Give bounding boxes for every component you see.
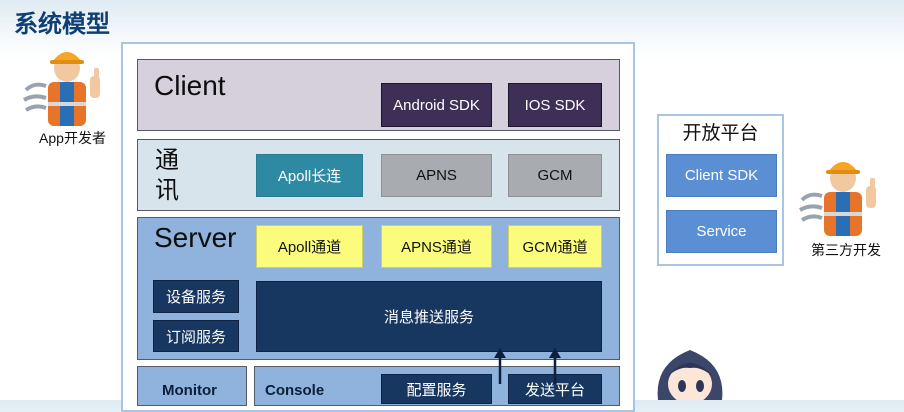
- arrow-up-icon: [549, 348, 561, 384]
- ios-sdk-box: IOS SDK: [508, 83, 602, 127]
- app-developer-label: App开发者: [39, 130, 106, 146]
- arrow-up-icon: [494, 348, 506, 384]
- android-sdk-box: Android SDK: [381, 83, 492, 127]
- app-developer-figure-icon: [22, 52, 100, 126]
- config-service-box: 配置服务: [381, 374, 492, 404]
- open-platform-title: 开放平台: [682, 123, 759, 144]
- monitor-layer-label: Monitor: [162, 382, 217, 399]
- device-service-box: 设备服务: [153, 280, 239, 313]
- apns-channel-box: APNS通道: [381, 225, 492, 268]
- communication-layer-label-1: 通: [155, 147, 180, 174]
- console-layer-label: Console: [265, 382, 325, 399]
- console-to-push-arrows: [494, 348, 561, 384]
- gcm-channel-box: GCM通道: [508, 225, 602, 268]
- third-party-developer-label: 第三方开发: [811, 242, 881, 258]
- client-layer-label: Client: [154, 70, 226, 101]
- communication-layer-label-2: 讯: [155, 177, 180, 204]
- apns-box: APNS: [381, 154, 492, 197]
- third-party-developer-figure-icon: [798, 162, 876, 236]
- apoll-long-connection-box: Apoll长连: [256, 154, 363, 197]
- apoll-channel-box: Apoll通道: [256, 225, 363, 268]
- operator-character-icon: [657, 350, 723, 400]
- client-sdk-box: Client SDK: [666, 154, 777, 197]
- gcm-box: GCM: [508, 154, 602, 197]
- page-title: 系统模型: [14, 11, 110, 38]
- server-layer-label: Server: [154, 222, 237, 253]
- message-push-service-box: 消息推送服务: [256, 281, 602, 352]
- subscription-service-box: 订阅服务: [153, 320, 239, 352]
- service-box: Service: [666, 210, 777, 253]
